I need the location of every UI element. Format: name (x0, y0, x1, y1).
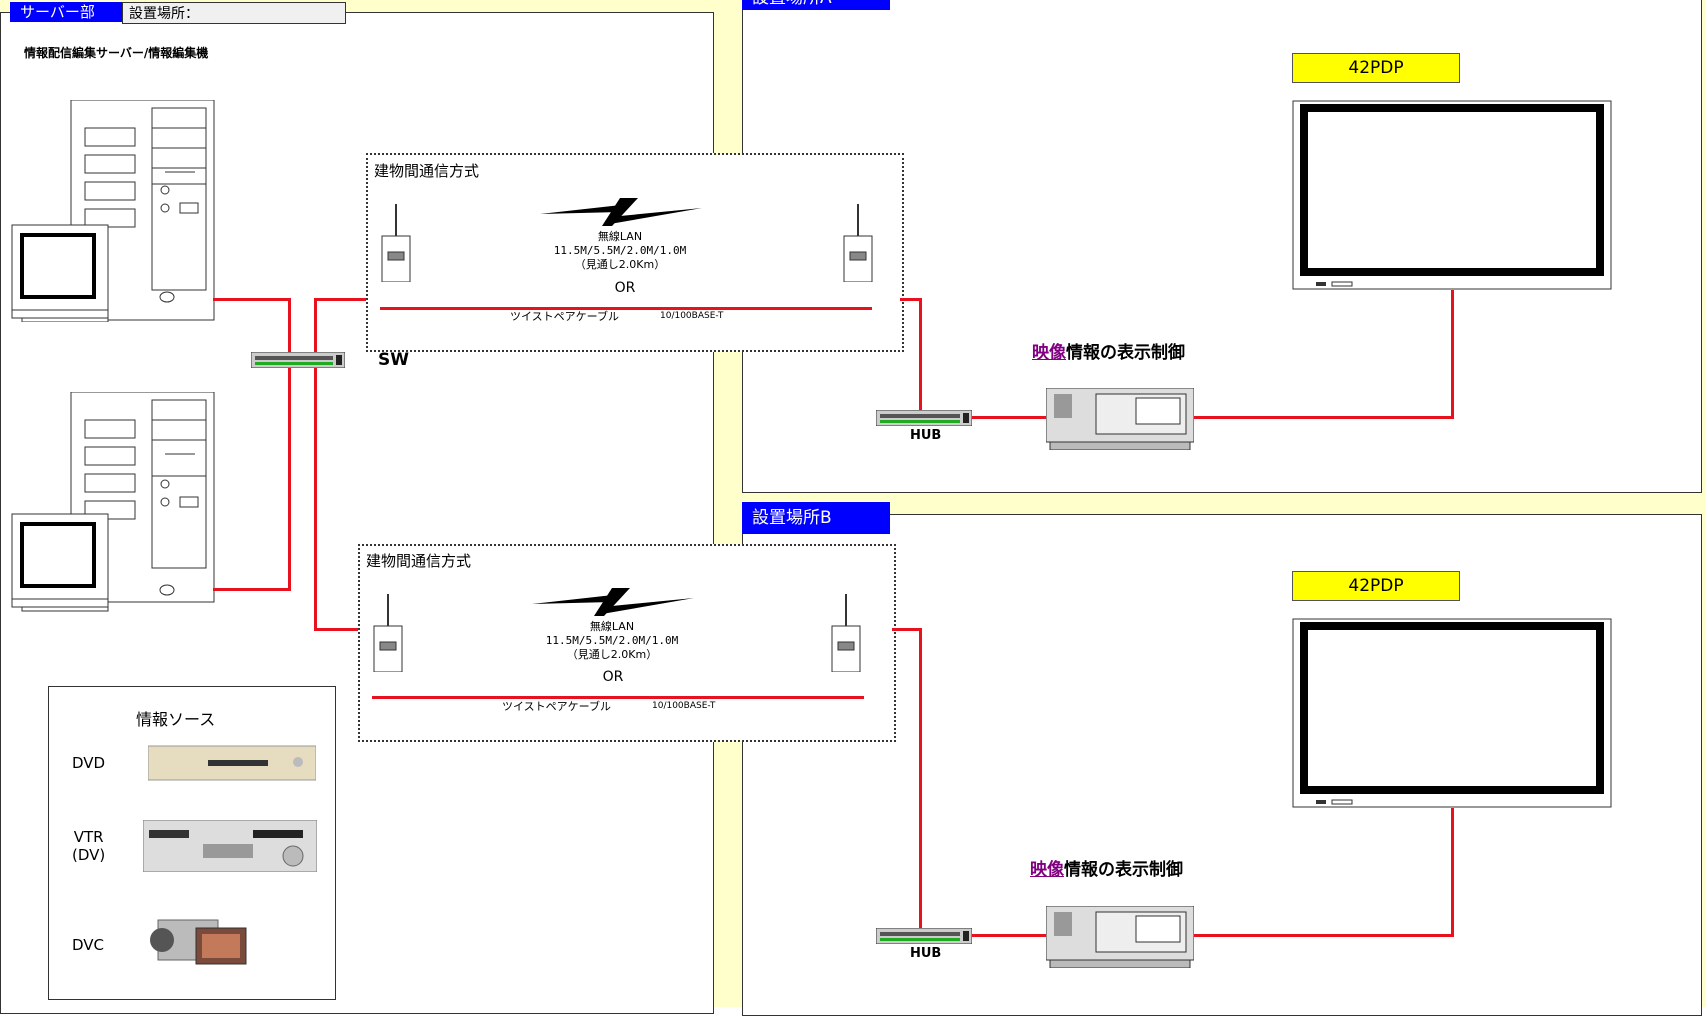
control-rest: 情報の表示制御 (1066, 343, 1185, 363)
location-label: 設置場所： (129, 6, 199, 22)
antenna-left-bottom (372, 594, 404, 673)
lightning-icon (532, 586, 694, 618)
source-dvc: DVC (72, 936, 105, 954)
antenna-left-top (380, 204, 412, 283)
comm-box-top (366, 153, 904, 352)
info-source-title: 情報ソース (136, 710, 216, 729)
antenna-right-bottom (830, 594, 862, 673)
dvd-player-icon (147, 740, 317, 784)
cable (314, 628, 364, 631)
control-rest: 情報の表示制御 (1064, 860, 1183, 880)
hub-icon (875, 409, 973, 427)
control-highlight: 映像 (1030, 860, 1064, 880)
wireless-label-top: 無線LAN (597, 230, 643, 243)
hub-icon (875, 927, 973, 945)
cable-label-top: ツイストペアケーブル (510, 310, 620, 323)
cable-spec-bottom: 10/100BASE-T (652, 701, 716, 711)
pdp-icon-a (1292, 100, 1612, 290)
switch-icon (250, 351, 346, 369)
site-a-tab: 設置場所A (742, 0, 890, 10)
pdp-label-a: 42PDP (1292, 53, 1460, 83)
sw-label: SW (378, 350, 409, 370)
controller-icon (1045, 905, 1195, 969)
speeds-label-top: 11.5M/5.5M/2.0M/1.0M (553, 244, 687, 257)
comm-title-top: 建物間通信方式 (374, 162, 480, 180)
comm-box-bottom (358, 544, 896, 742)
camcorder-icon (148, 906, 248, 974)
range-label-top: （見通し2.0Km） (574, 258, 666, 271)
cable (314, 298, 317, 630)
cable-label-bottom: ツイストペアケーブル (502, 700, 612, 713)
cable (314, 298, 374, 301)
control-label-b: 映像情報の表示制御 (1030, 855, 1183, 880)
lightning-icon (540, 196, 702, 228)
cable (892, 628, 922, 631)
computer-icon (11, 99, 215, 323)
cable (380, 307, 872, 310)
cable (372, 696, 864, 699)
vtr-icon (142, 819, 318, 873)
cable (1194, 934, 1454, 937)
cable (213, 588, 291, 591)
controller-icon (1045, 387, 1195, 451)
antenna-right-top (842, 204, 874, 283)
control-highlight: 映像 (1032, 343, 1066, 363)
cable (1451, 808, 1454, 937)
server-tab: サーバー部 (10, 2, 130, 22)
pc-1 (10, 99, 215, 323)
comm-title-bottom: 建物間通信方式 (366, 552, 472, 570)
speeds-label-bottom: 11.5M/5.5M/2.0M/1.0M (545, 634, 679, 647)
pc-2 (10, 391, 215, 614)
cable (972, 934, 1046, 937)
site-b-tab: 設置場所B (742, 502, 890, 534)
cable (919, 628, 922, 928)
server-title: 情報配信編集サーバー/情報編集機 (24, 46, 209, 60)
control-label-a: 映像情報の表示制御 (1032, 338, 1185, 363)
source-dvd: DVD (72, 754, 106, 772)
cable (213, 298, 291, 301)
cable-spec-top: 10/100BASE-T (660, 311, 724, 321)
or-label-top: OR (614, 280, 636, 296)
wireless-label-bottom: 無線LAN (589, 620, 635, 633)
range-label-bottom: （見通し2.0Km） (566, 648, 658, 661)
hub-label-a: HUB (910, 428, 942, 443)
pdp-icon-b (1292, 618, 1612, 808)
location-box: 設置場所： (122, 2, 346, 24)
cable (288, 298, 291, 590)
computer-icon (11, 391, 215, 612)
cable (900, 298, 922, 301)
cable (919, 298, 922, 412)
source-vtr: VTR(DV) (72, 828, 106, 864)
pdp-label-b: 42PDP (1292, 571, 1460, 601)
cable (1194, 416, 1454, 419)
cable (972, 416, 1046, 419)
cable (1451, 290, 1454, 419)
hub-label-b: HUB (910, 946, 942, 961)
or-label-bottom: OR (602, 669, 624, 685)
